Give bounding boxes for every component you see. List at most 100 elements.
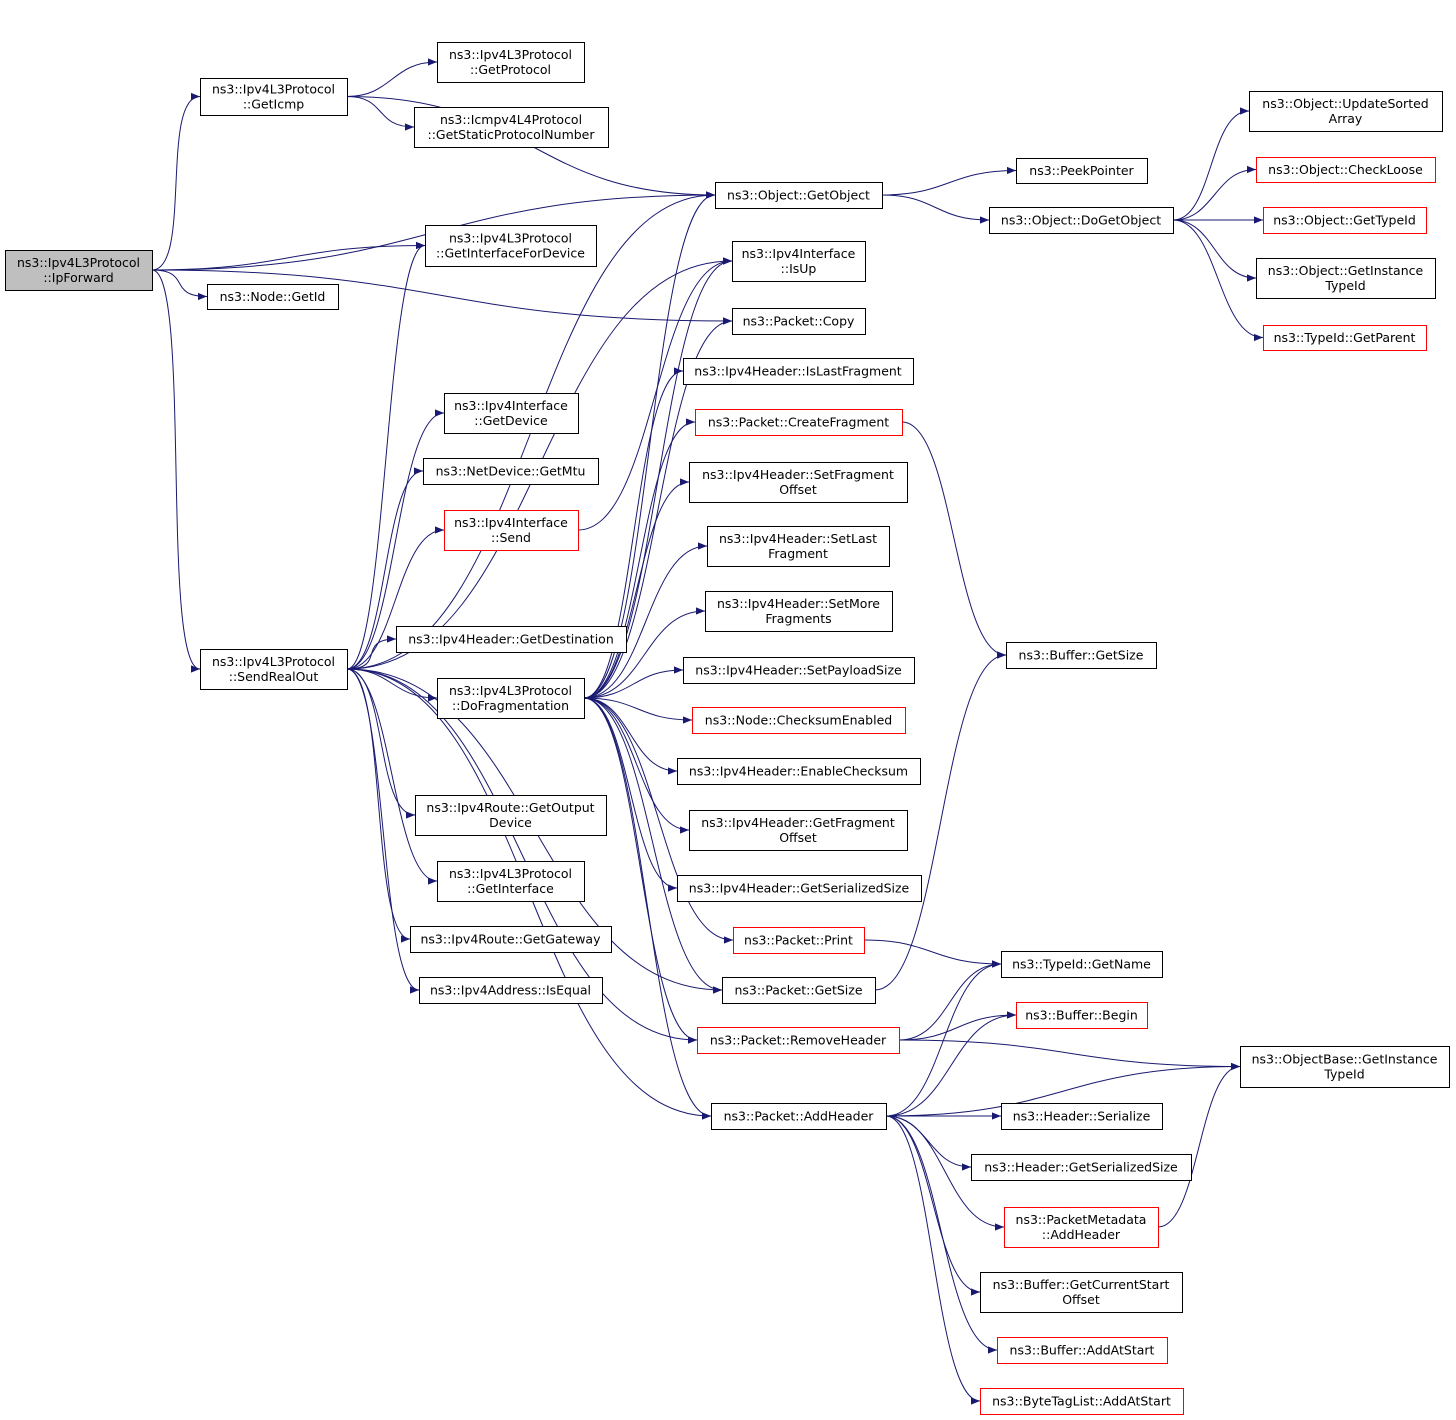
node-isup[interactable]: ns3::Ipv4Interface::IsUp [732,241,866,282]
node-box [437,861,585,902]
node-packetcopy[interactable]: ns3::Packet::Copy [732,308,866,335]
node-setpayloadsize[interactable]: ns3::Ipv4Header::SetPayloadSize [683,657,915,684]
node-geticmp[interactable]: ns3::Ipv4L3Protocol::GetIcmp [200,78,348,116]
node-createfrag[interactable]: ns3::Packet::CreateFragment [695,409,903,436]
node-box [444,393,579,434]
edge-addheader-to-typeidgetname [885,960,1002,1117]
edge-dofrag-to-packetcopy [583,317,733,699]
node-ifacesend[interactable]: ns3::Ipv4Interface::Send [444,510,579,551]
nodes-layer: ns3::Ipv4L3Protocol::IpForwardns3::Ipv4L… [5,42,1450,1415]
edge-sendrealout-to-getdestination [346,635,397,670]
node-label: ns3::Ipv4L3Protocol [449,231,572,246]
node-box [419,977,603,1004]
node-isequal[interactable]: ns3::Ipv4Address::IsEqual [419,977,603,1004]
node-packetprint[interactable]: ns3::Packet::Print [733,927,865,954]
node-checkloose[interactable]: ns3::Object::CheckLoose [1256,157,1436,183]
edge-sendrealout-to-netdevgetmtu [346,467,424,670]
node-checksumenabled[interactable]: ns3::Node::ChecksumEnabled [692,707,906,734]
node-label: ns3::TypeId::GetParent [1274,330,1416,345]
edge-createfrag-to-bufgetsize [901,421,1007,659]
node-box [697,1027,900,1054]
node-bufaddatstart[interactable]: ns3::Buffer::AddAtStart [997,1337,1168,1364]
node-nodegetid[interactable]: ns3::Node::GetId [207,284,339,310]
node-getstaticproto[interactable]: ns3::Icmpv4L4Protocol::GetStaticProtocol… [414,107,609,148]
edge-sendrealout-to-ifacesend [346,526,445,670]
node-ifacegetdevice[interactable]: ns3::Ipv4Interface::GetDevice [444,393,579,434]
node-getifacefordevice[interactable]: ns3::Ipv4L3Protocol::GetInterfaceForDevi… [425,225,597,267]
node-bufgetsize[interactable]: ns3::Buffer::GetSize [1006,642,1157,669]
node-bytetagaddatstart[interactable]: ns3::ByteTagList::AddAtStart [980,1388,1184,1415]
node-label: ns3::PacketMetadata [1016,1212,1147,1227]
node-sendrealout[interactable]: ns3::Ipv4L3Protocol::SendRealOut [200,649,348,690]
node-label: ::GetStaticProtocolNumber [427,127,595,142]
edge-ipforward-to-nodegetid [151,269,208,301]
node-label: ns3::Ipv4Header::SetMore [717,596,880,611]
node-box [1006,642,1157,669]
node-label: ns3::Packet::Print [744,933,853,948]
node-label: ns3::Ipv4Header::IsLastFragment [694,364,902,379]
node-ipforward[interactable]: ns3::Ipv4L3Protocol::IpForward [5,250,153,291]
node-islastfrag[interactable]: ns3::Ipv4Header::IsLastFragment [683,358,914,385]
node-label: Array [1329,111,1363,126]
edge-sendrealout-to-l3getinterface [346,668,438,885]
node-label: ns3::Ipv4Header::SetFragment [702,467,894,482]
node-dofrag[interactable]: ns3::Ipv4L3Protocol::DoFragmentation [437,678,585,719]
edge-sendrealout-to-ifacegetdevice [346,409,445,670]
node-box [414,107,609,148]
node-packetgetsize[interactable]: ns3::Packet::GetSize [722,977,876,1004]
node-getserializedsize-hdr[interactable]: ns3::Ipv4Header::GetSerializedSize [677,875,922,902]
node-gettypeid[interactable]: ns3::Object::GetTypeId [1263,207,1427,234]
node-box [1263,207,1427,234]
node-box [415,795,607,836]
node-label: ::SendRealOut [229,669,319,684]
node-getprotocol[interactable]: ns3::Ipv4L3Protocol::GetProtocol [437,42,585,83]
node-label: ::IpForward [43,270,113,285]
edge-dofrag-to-islastfrag [583,367,684,699]
edge-addheader-to-bytetagaddatstart [885,1115,981,1405]
edge-sendrealout-to-getgateway [346,668,411,943]
edge-dofrag-to-getserializedsize_hdr [583,697,678,892]
node-typeidgetname[interactable]: ns3::TypeId::GetName [1001,951,1163,978]
node-l3getinterface[interactable]: ns3::Ipv4L3Protocol::GetInterface [437,861,585,902]
node-label: Device [489,815,532,830]
node-box [200,649,348,690]
node-label: ns3::Buffer::Begin [1025,1008,1138,1023]
edge-sendrealout-to-getifacefordevice [346,241,426,670]
node-headerserialize[interactable]: ns3::Header::Serialize [1001,1103,1163,1130]
edge-addheader-to-objbasegetinstance [885,1062,1241,1117]
node-netdevgetmtu[interactable]: ns3::NetDevice::GetMtu [423,458,599,485]
node-enablechecksum[interactable]: ns3::Ipv4Header::EnableChecksum [677,758,921,785]
node-addheader[interactable]: ns3::Packet::AddHeader [711,1103,887,1130]
node-box [207,284,339,310]
node-getgateway[interactable]: ns3::Ipv4Route::GetGateway [410,926,612,953]
node-headergetserialized[interactable]: ns3::Header::GetSerializedSize [971,1154,1192,1181]
node-label: Offset [779,482,817,497]
node-getdestination[interactable]: ns3::Ipv4Header::GetDestination [396,626,627,653]
node-box [677,758,921,785]
node-box [689,810,908,851]
edge-dofrag-to-setpayloadsize [583,666,684,699]
node-box [200,78,348,116]
node-label: ns3::NetDevice::GetMtu [436,464,586,479]
node-removeheader[interactable]: ns3::Packet::RemoveHeader [697,1027,900,1054]
node-label: ns3::Ipv4L3Protocol [449,47,572,62]
node-label: ns3::Object::UpdateSorted [1262,96,1428,111]
edge-ipforward-to-sendrealout [151,269,201,673]
node-bufbegin[interactable]: ns3::Buffer::Begin [1016,1002,1148,1029]
node-peekpointer[interactable]: ns3::PeekPointer [1016,158,1148,184]
node-getparent[interactable]: ns3::TypeId::GetParent [1263,325,1427,351]
node-label: ns3::Ipv4L3Protocol [17,255,140,270]
edge-dofrag-to-createfrag [583,418,696,699]
node-getobject[interactable]: ns3::Object::GetObject [715,182,883,209]
node-pmaddheader[interactable]: ns3::PacketMetadata::AddHeader [1004,1207,1159,1248]
node-dogetobject[interactable]: ns3::Object::DoGetObject [989,207,1174,234]
